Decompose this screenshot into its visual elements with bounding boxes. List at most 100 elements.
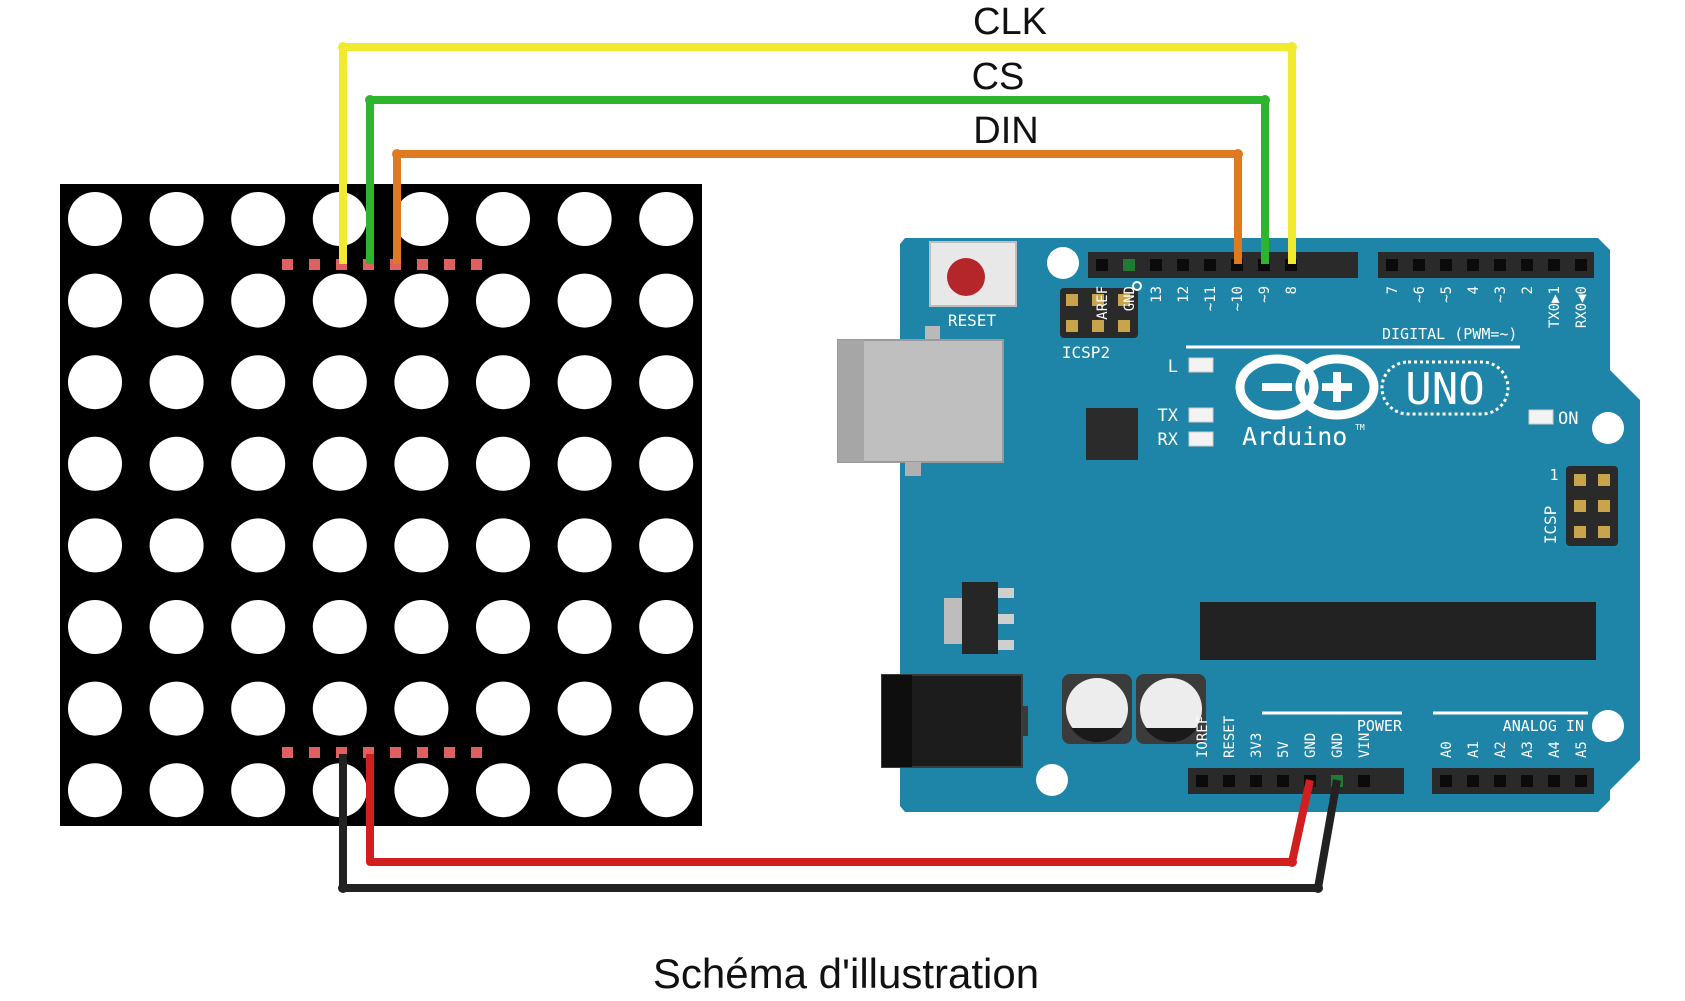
wire-vcc <box>366 754 1314 866</box>
matrix-dot <box>394 681 449 736</box>
header-pad <box>309 747 320 758</box>
matrix-dot <box>394 436 449 491</box>
header-socket <box>1177 259 1189 271</box>
header-socket <box>1150 259 1162 271</box>
usb-controller-chip <box>1086 408 1138 460</box>
led-rx <box>1188 431 1214 447</box>
analog-header <box>1432 768 1594 794</box>
matrix-dot <box>149 192 204 246</box>
header-socket <box>1575 775 1587 787</box>
matrix-dot <box>476 436 530 491</box>
pin-label: 13 <box>1149 286 1165 303</box>
wire-end <box>1287 857 1297 867</box>
header-pad <box>309 259 320 270</box>
mounting-hole <box>1592 412 1624 444</box>
matrix-dot <box>312 436 367 491</box>
pin-label: 4 <box>1466 286 1482 294</box>
header-socket <box>1494 259 1506 271</box>
header-socket <box>1196 775 1208 787</box>
capacitor <box>1136 674 1206 744</box>
matrix-dot <box>639 600 694 654</box>
matrix-dot <box>557 681 612 736</box>
plus-icon <box>1322 372 1352 402</box>
matrix-dot <box>68 763 122 818</box>
header-socket <box>1250 775 1262 787</box>
matrix-dot <box>231 355 286 410</box>
matrix-dot <box>149 600 204 654</box>
wire-end <box>1233 149 1243 159</box>
matrix-dot <box>557 273 612 328</box>
din-label: DIN <box>973 110 1038 152</box>
matrix-dot <box>394 192 449 246</box>
header-socket <box>1575 259 1587 271</box>
pin-label: 8 <box>1284 286 1300 294</box>
pin-label: 7 <box>1385 286 1401 294</box>
header-socket <box>1204 259 1216 271</box>
matrix-dot <box>231 436 286 491</box>
header-socket <box>1413 259 1425 271</box>
matrix-dot <box>149 518 204 573</box>
minus-icon <box>1262 383 1292 391</box>
pin-label: ~6 <box>1412 286 1428 303</box>
pin-label: 5V <box>1276 741 1292 758</box>
matrix-body <box>60 184 702 826</box>
mounting-hole <box>1036 764 1068 796</box>
matrix-dot <box>149 436 204 491</box>
header-socket <box>1223 775 1235 787</box>
matrix-dot <box>312 518 367 573</box>
pin-label: ~10 <box>1230 286 1246 311</box>
header-pad <box>282 259 293 270</box>
pin-label: ~3 <box>1493 286 1509 303</box>
header-socket <box>1494 775 1506 787</box>
matrix-dot <box>149 763 204 818</box>
header-pad <box>444 747 455 758</box>
wire-end <box>1260 95 1270 105</box>
matrix-dot <box>68 600 122 654</box>
matrix-dot <box>68 273 122 328</box>
board-outline <box>900 238 1640 812</box>
wire-din <box>393 150 1242 264</box>
matrix-dot <box>231 763 286 818</box>
pin-label: AREF <box>1095 286 1111 320</box>
matrix-dot <box>557 518 612 573</box>
pin-label: TX0▶1 <box>1547 286 1563 328</box>
digital-header-high <box>1378 252 1594 278</box>
matrix-dot <box>231 518 286 573</box>
matrix-dot <box>639 273 694 328</box>
pin-label: ~5 <box>1439 286 1455 303</box>
icsp-pin1-label: 1 <box>1549 466 1558 484</box>
header-socket <box>1548 775 1560 787</box>
arduino-uno-board: RESET ICSP2 L TX RX <box>837 238 1640 812</box>
led-l <box>1188 357 1214 373</box>
matrix-header-pads <box>282 259 482 758</box>
wire-end <box>338 883 348 893</box>
header-socket <box>1123 259 1135 271</box>
dc-power-jack <box>881 674 1028 768</box>
pin-label: GND <box>1330 733 1346 758</box>
capacitor <box>1062 674 1132 744</box>
power-header <box>1188 768 1404 794</box>
matrix-dot <box>68 436 122 491</box>
matrix-dot <box>557 355 612 410</box>
matrix-dot <box>394 273 449 328</box>
pin-label: A3 <box>1520 741 1536 758</box>
matrix-dot <box>68 518 122 573</box>
atmega328p-chip <box>1200 602 1596 660</box>
header-socket <box>1521 775 1533 787</box>
matrix-dot <box>394 763 449 818</box>
arduino-logo: UNO Arduino TM <box>1235 354 1510 451</box>
matrix-dot <box>149 681 204 736</box>
matrix-dot <box>394 600 449 654</box>
matrix-dot <box>639 763 694 818</box>
pin-label: RESET <box>1222 715 1238 758</box>
wire-end <box>1313 883 1323 893</box>
matrix-dot <box>231 681 286 736</box>
header-socket <box>1440 259 1452 271</box>
header-pad <box>363 747 374 758</box>
header-socket <box>1521 259 1533 271</box>
led-tx-label: TX <box>1158 406 1179 426</box>
matrix-dot <box>231 600 286 654</box>
pin-label: A1 <box>1466 741 1482 758</box>
matrix-dot <box>312 681 367 736</box>
